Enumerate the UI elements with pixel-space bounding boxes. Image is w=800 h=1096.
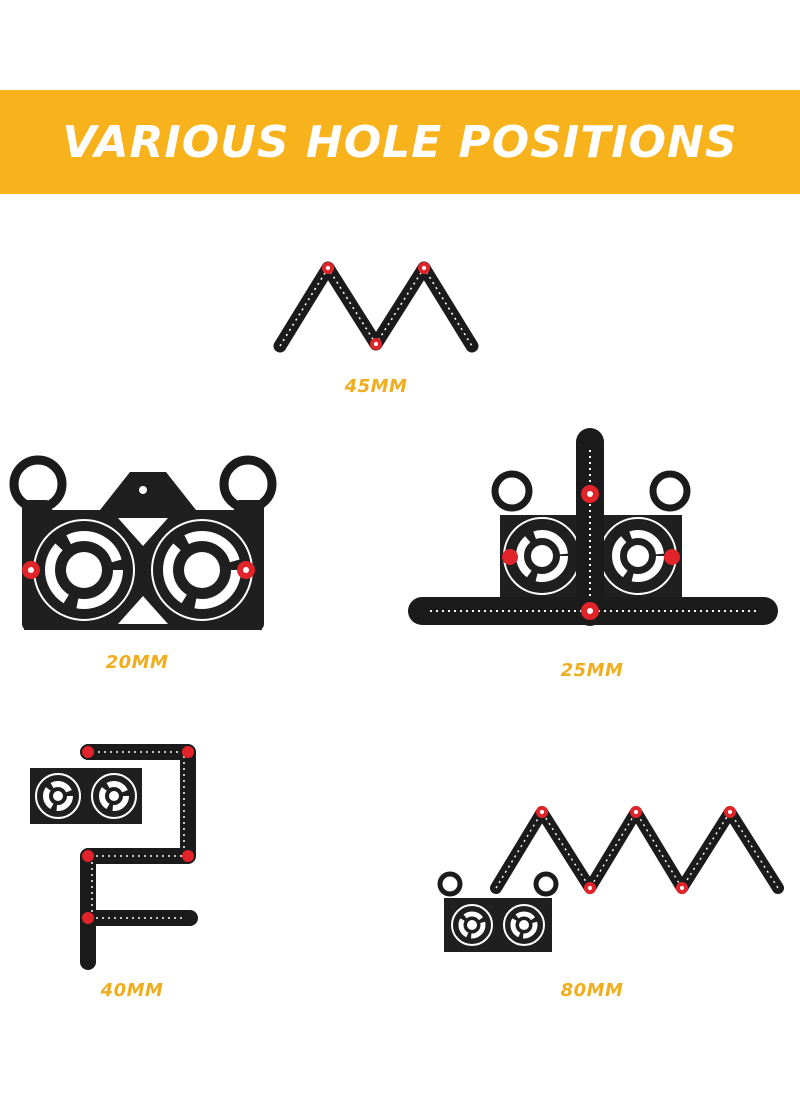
label-80mm: 80MM bbox=[560, 980, 624, 1001]
label-20mm: 20MM bbox=[105, 652, 169, 673]
banner-title: VARIOUS HOLE POSITIONS bbox=[62, 116, 738, 168]
title-banner: VARIOUS HOLE POSITIONS bbox=[0, 90, 800, 194]
label-25mm: 25MM bbox=[560, 660, 624, 681]
label-45mm: 45MM bbox=[344, 376, 408, 397]
label-40mm: 40MM bbox=[100, 980, 164, 1001]
